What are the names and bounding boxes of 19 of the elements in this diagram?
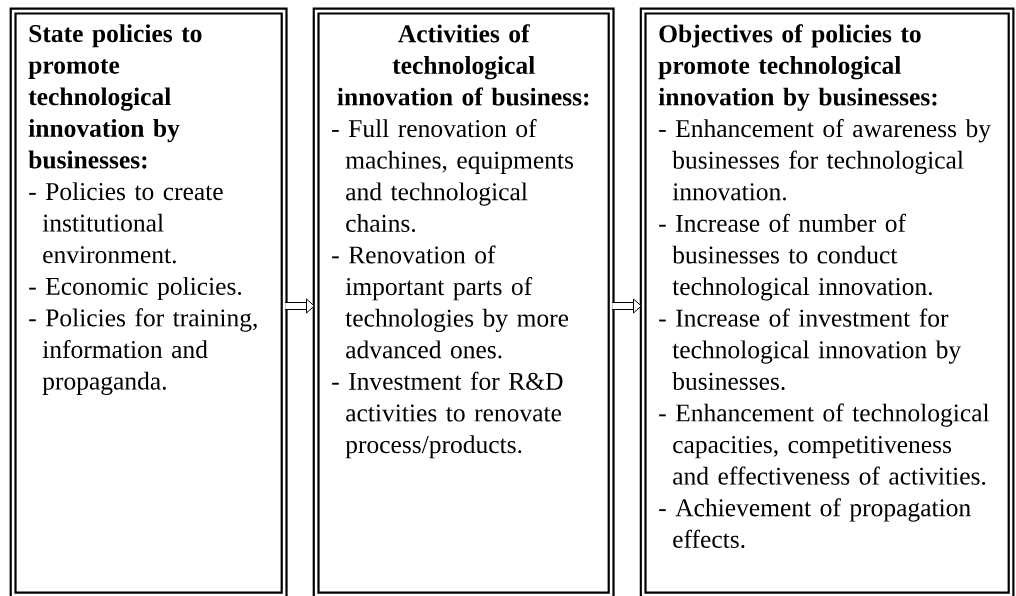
list-item: - Policies to create institutional environment. [29, 182, 223, 264]
list-item: - Investment for R&D activities to renovate process/products. [332, 371, 563, 459]
text-box [639, 7, 1015, 596]
block-arrow [285, 298, 315, 314]
list-item: - Enhancement of technological capacities, competitiveness and effectiveness of activities. [659, 403, 990, 485]
list-item: - Increase of number of businesses to conduct technological innovation. [659, 213, 932, 301]
heading: Activities of technological innovation of business: [337, 24, 589, 106]
block-arrow [612, 298, 642, 314]
list-item: - Full renovation of machines, equipments and technological chains. [332, 119, 574, 233]
list-item: - Increase of investment for technological innovation by businesses. [659, 308, 962, 391]
list-item: - Policies for training, information and propaganda. [29, 308, 257, 395]
list-item: - Enhancement of awareness by businesses for technological innovation. [659, 119, 991, 201]
list-item: - Renovation of important parts of technologies by more advanced ones. [332, 245, 569, 359]
heading: Objectives of policies to promote technological innovation by businesses: [658, 24, 937, 111]
list-item: - Economic policies. [29, 277, 242, 301]
text-box [9, 7, 288, 596]
list-item: - Achievement of propagation effects. [659, 498, 971, 549]
text-box [312, 7, 615, 596]
heading: State policies to promote technological innovation by businesses: [28, 24, 202, 169]
